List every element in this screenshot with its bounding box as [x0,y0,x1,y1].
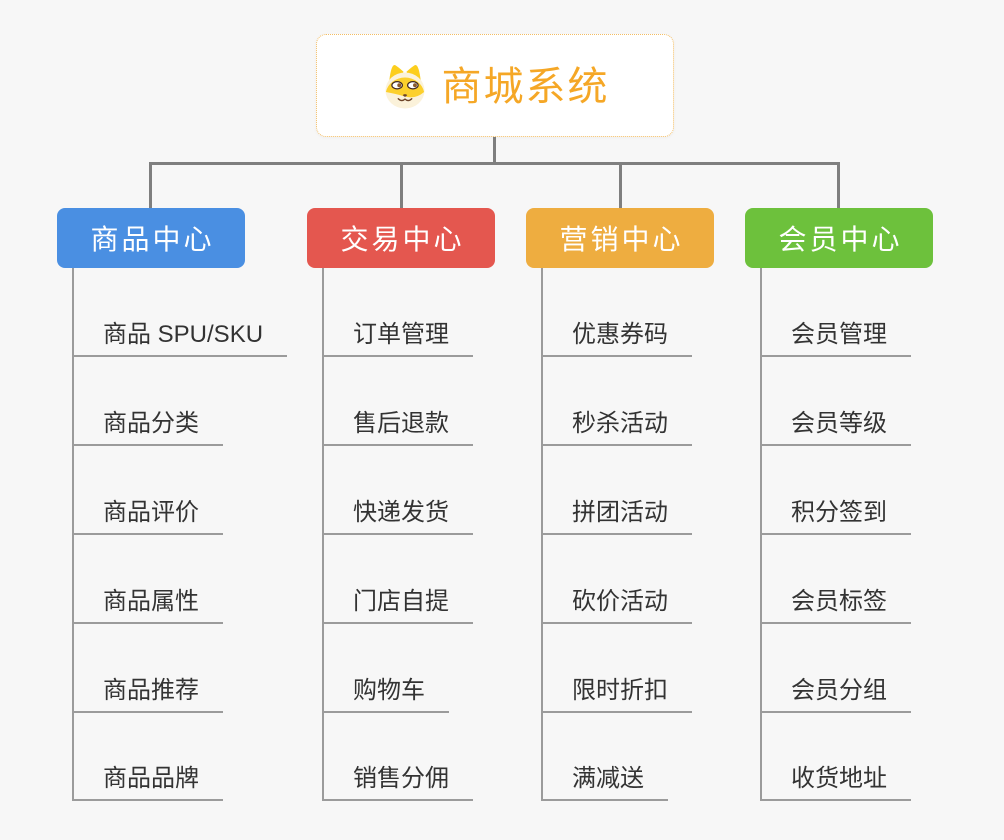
child-node[interactable]: 商品推荐 [72,675,223,713]
branch-label: 营销中心 [559,224,684,255]
branch-node-product-center[interactable]: 商品中心 [57,208,245,268]
child-node[interactable]: 商品评价 [72,497,223,535]
branch-connector-drop [149,163,152,209]
child-node[interactable]: 商品 SPU/SKU [72,319,288,357]
child-node[interactable]: 快递发货 [322,497,473,535]
branch-connector-drop [837,163,840,209]
doge-face-icon [381,62,429,110]
child-node[interactable]: 会员标签 [760,586,911,624]
branch-connector-drop [400,163,403,209]
child-node[interactable]: 售后退款 [322,408,473,446]
branch-node-marketing-center[interactable]: 营销中心 [526,208,714,268]
child-node[interactable]: 商品分类 [72,408,223,446]
branch-connector-drop [619,163,622,209]
child-node[interactable]: 积分签到 [760,497,911,535]
child-node[interactable]: 满减送 [541,763,668,801]
child-node[interactable]: 购物车 [322,675,449,713]
root-title: 商城系统 [441,64,610,109]
branch-node-member-center[interactable]: 会员中心 [745,208,933,268]
root-connector-stub [493,137,496,164]
child-node[interactable]: 收货地址 [760,763,911,801]
child-node[interactable]: 门店自提 [322,586,473,624]
child-node[interactable]: 会员等级 [760,408,911,446]
branch-connector-horizontal [149,162,840,165]
child-node[interactable]: 商品属性 [72,586,223,624]
branch-label: 会员中心 [778,224,903,255]
child-node[interactable]: 订单管理 [322,319,473,357]
root-node[interactable]: 商城系统 [316,34,674,137]
child-node[interactable]: 秒杀活动 [541,408,692,446]
branch-label: 交易中心 [340,224,465,255]
child-node[interactable]: 砍价活动 [541,586,692,624]
child-node[interactable]: 销售分佣 [322,763,473,801]
child-node[interactable]: 商品品牌 [72,763,223,801]
child-node[interactable]: 拼团活动 [541,497,692,535]
child-node[interactable]: 会员分组 [760,675,911,713]
branch-label: 商品中心 [90,224,215,255]
child-node[interactable]: 优惠券码 [541,319,692,357]
branch-node-trade-center[interactable]: 交易中心 [307,208,495,268]
child-node[interactable]: 会员管理 [760,319,911,357]
child-node[interactable]: 限时折扣 [541,675,692,713]
